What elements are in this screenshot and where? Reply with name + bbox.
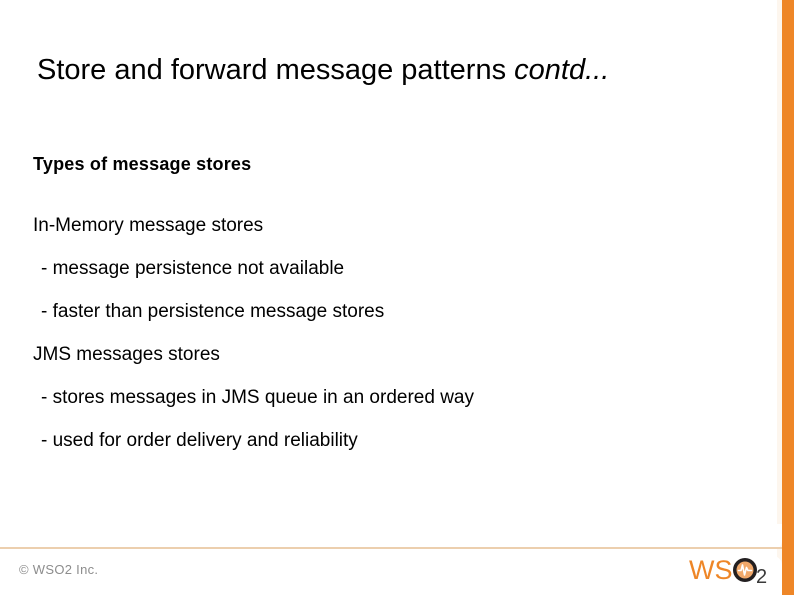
bullet-persistence-not-available: - message persistence not available — [41, 258, 345, 279]
slide-title: Store and forward message patterns contd… — [37, 50, 757, 90]
bullet-ordered-way: - stores messages in JMS queue in an ord… — [41, 387, 474, 408]
footer-divider — [0, 547, 782, 549]
panel-notch-lower — [768, 556, 782, 595]
wso2-logo-ws: WS — [689, 555, 733, 585]
bullet-order-delivery: - used for order delivery and reliabilit… — [41, 430, 358, 451]
subheading-jms: JMS messages stores — [33, 344, 220, 365]
accent-band-right — [782, 0, 794, 595]
copyright-text: © WSO2 Inc. — [19, 562, 99, 577]
slide-title-contd: contd... — [514, 54, 610, 86]
wso2-logo-o-inner — [736, 561, 754, 579]
edge-gap-strip — [777, 0, 782, 595]
wso2-logo-pulse-icon — [737, 564, 753, 576]
section-heading-types: Types of message stores — [33, 154, 252, 174]
wso2-logo: WS 2 — [689, 555, 767, 588]
slide-body: Types of message stores In-Memory messag… — [33, 143, 733, 462]
bullet-faster-than-persistence: - faster than persistence message stores — [41, 301, 385, 322]
panel-notch-upper — [768, 524, 782, 550]
subheading-in-memory: In-Memory message stores — [33, 215, 264, 236]
slide-title-main: Store and forward message patterns — [37, 54, 515, 86]
wso2-logo-two: 2 — [756, 566, 767, 588]
